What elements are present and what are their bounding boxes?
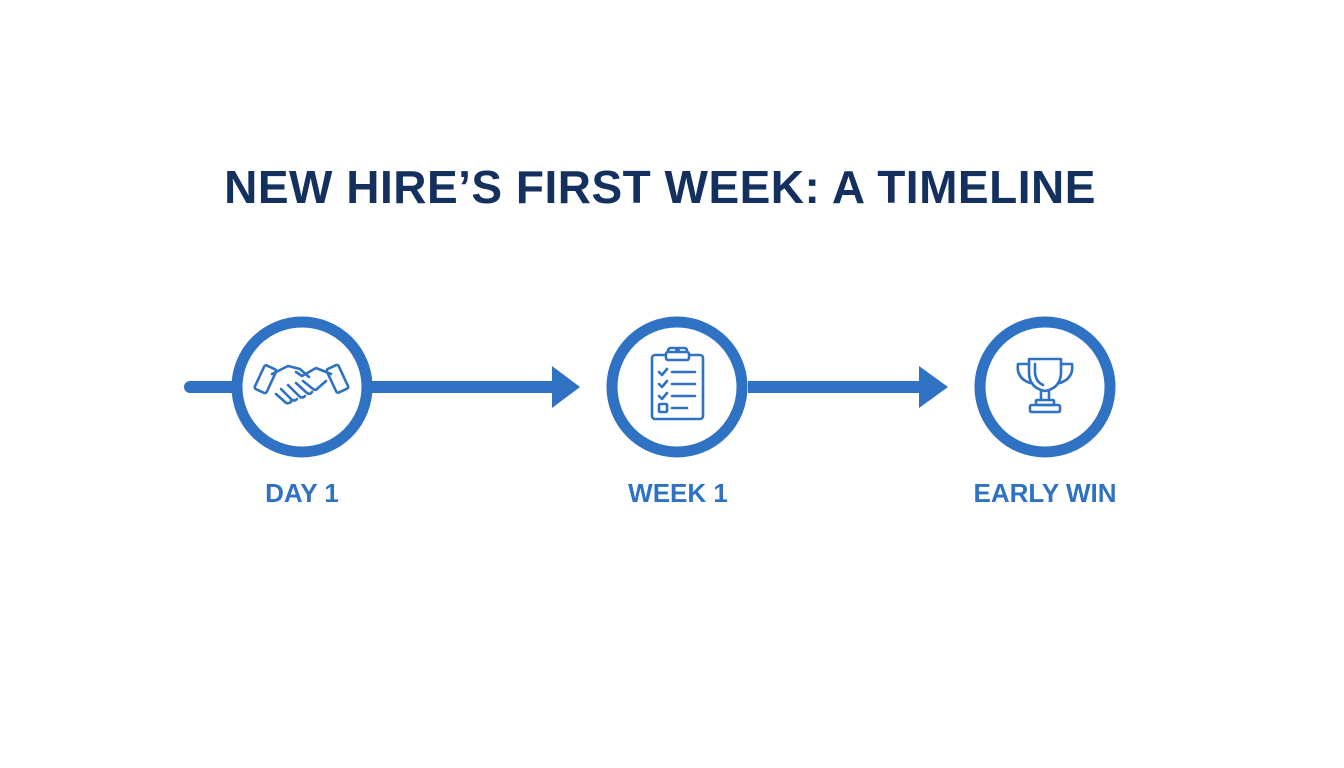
trophy-icon	[1016, 357, 1074, 414]
step-circle	[606, 316, 748, 458]
step-early-win	[974, 316, 1116, 458]
step-week-1	[606, 316, 748, 458]
step-circle	[974, 316, 1116, 458]
step-label-early-win: EARLY WIN	[973, 478, 1117, 508]
step-label-day-1: DAY 1	[265, 478, 339, 508]
arrow-head-2	[919, 366, 948, 408]
arrow-head-1	[552, 366, 580, 408]
handshake-icon	[253, 363, 350, 405]
step-day-1	[231, 316, 373, 458]
step-label-week-1: WEEK 1	[628, 478, 728, 508]
clipboard-checklist-icon	[650, 346, 705, 421]
page-title: NEW HIRE’S FIRST WEEK: A TIMELINE	[224, 161, 1096, 213]
